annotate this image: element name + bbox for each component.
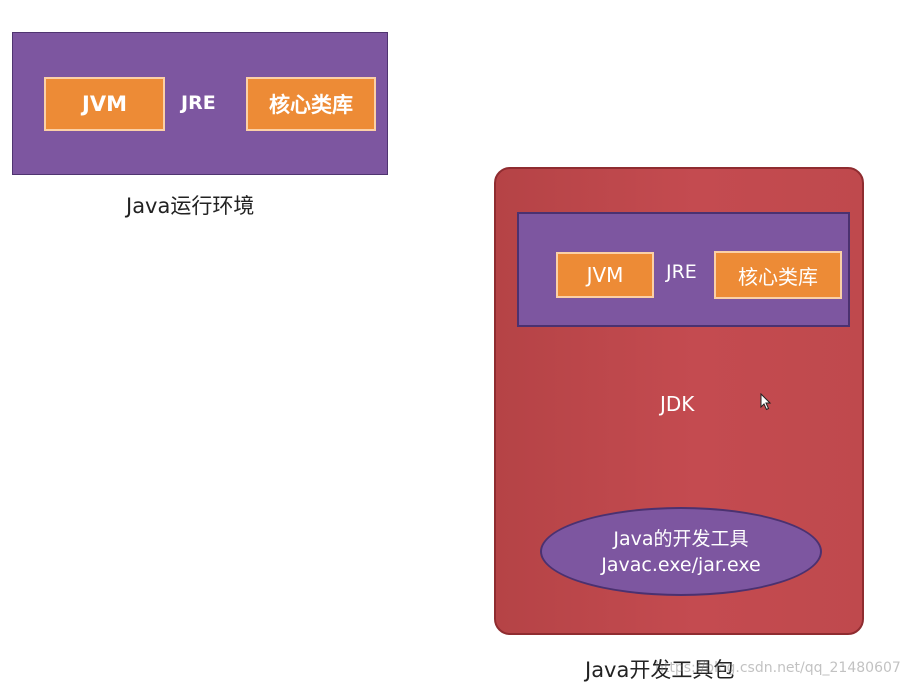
core-library-box: 核心类库	[246, 77, 376, 131]
jdk-core-library-label: 核心类库	[738, 264, 818, 289]
jvm-label: JVM	[82, 92, 127, 116]
jdk-caption: Java开发工具包	[585, 658, 735, 682]
jdk-jvm-box: JVM	[556, 252, 654, 298]
jre-container: JVM JRE 核心类库	[12, 32, 388, 175]
core-library-label: 核心类库	[269, 93, 353, 117]
jdk-container: JVM JRE 核心类库 JDK Java的开发工具 Javac.exe/jar…	[494, 167, 864, 635]
jdk-jvm-label: JVM	[586, 263, 624, 287]
mouse-pointer-icon	[760, 393, 772, 411]
jdk-core-library-box: 核心类库	[714, 251, 842, 299]
jre-label: JRE	[181, 92, 216, 114]
jre-caption: Java运行环境	[126, 194, 255, 218]
jdk-jre-label: JRE	[666, 261, 697, 283]
dev-tools-executables: Javac.exe/jar.exe	[601, 553, 761, 576]
jdk-inner-jre-container: JVM JRE 核心类库	[517, 212, 850, 327]
dev-tools-title: Java的开发工具	[613, 527, 749, 550]
jvm-box: JVM	[44, 77, 165, 131]
watermark: https://blog.csdn.net/qq_21480607	[655, 660, 901, 676]
jdk-label: JDK	[660, 392, 695, 416]
dev-tools-ellipse: Java的开发工具 Javac.exe/jar.exe	[540, 507, 822, 596]
